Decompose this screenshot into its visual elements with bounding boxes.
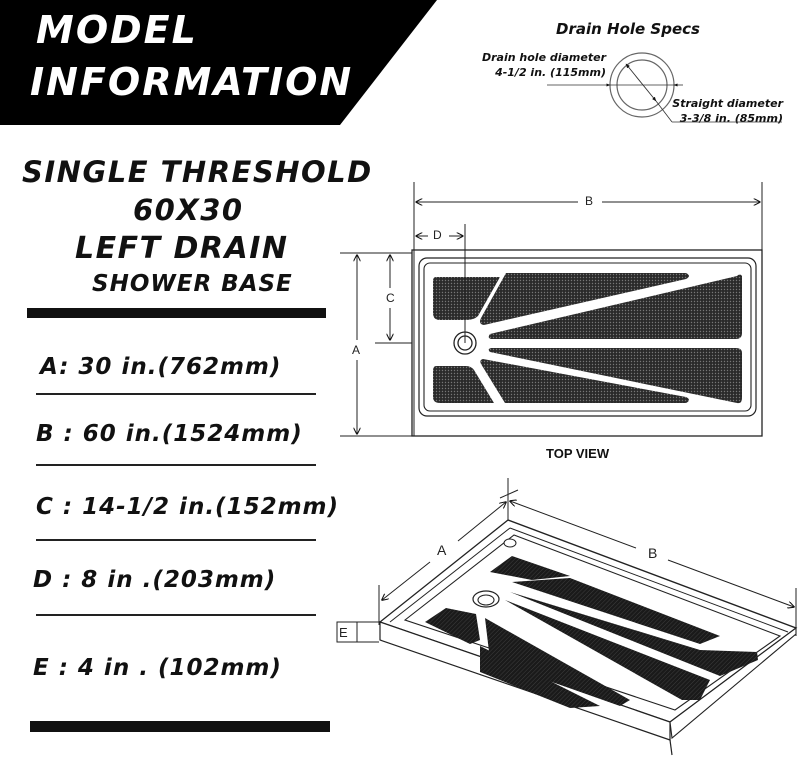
top-view-caption: TOP VIEW	[546, 446, 610, 461]
top-view-dim-b: B	[583, 194, 596, 208]
top-view-dim-c: C	[384, 291, 397, 305]
title-divider	[27, 308, 326, 318]
banner-title-line2: INFORMATION	[30, 60, 354, 104]
isometric-view-drawing	[336, 478, 798, 756]
drain-specs-title: Drain Hole Specs	[556, 20, 700, 38]
drain-hole-diameter-value: 4-1/2 in. (115mm)	[495, 66, 606, 79]
spec-divider	[36, 539, 316, 541]
top-view-dim-a: A	[350, 343, 363, 357]
product-title-size: 60X30	[133, 193, 244, 227]
drain-hole-diameter-label: Drain hole diameter	[482, 51, 606, 64]
spec-a: A: 30 in.(762mm)	[40, 354, 282, 380]
iso-view-dim-a: A	[435, 542, 449, 558]
spec-divider	[36, 614, 316, 616]
drain-hole-label: Drain hole diameter 4-1/2 in. (115mm)	[478, 50, 606, 80]
banner-title-line1: MODEL	[36, 8, 198, 52]
top-view-drawing	[340, 182, 763, 437]
spec-divider	[36, 393, 316, 395]
bottom-divider	[30, 721, 330, 732]
iso-view-dim-b: B	[646, 545, 660, 561]
product-title-line1: SINGLE THRESHOLD	[22, 155, 373, 189]
drain-hole-diagram	[547, 52, 782, 123]
banner-background	[0, 0, 437, 125]
product-title-type: SHOWER BASE	[92, 271, 293, 297]
spec-divider	[36, 464, 316, 466]
spec-e: E : 4 in . (102mm)	[33, 655, 282, 681]
top-view-dim-d: D	[431, 228, 444, 242]
product-title-drain: LEFT DRAIN	[75, 231, 289, 266]
spec-d: D : 8 in .(203mm)	[33, 567, 277, 593]
straight-diameter-label-text: Straight diameter	[672, 97, 783, 110]
spec-b: B : 60 in.(1524mm)	[36, 421, 303, 447]
iso-view-dim-e: E	[339, 625, 348, 640]
spec-c: C : 14-1/2 in.(152mm)	[36, 494, 340, 520]
model-information-banner: MODEL INFORMATION	[0, 0, 440, 126]
